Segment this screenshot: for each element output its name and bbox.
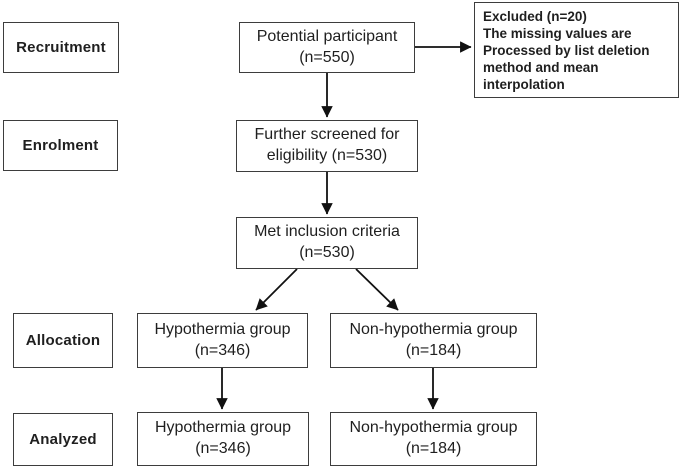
node-line: The missing values are <box>483 26 632 41</box>
node-allocation-non-hypothermia: Non-hypothermia group (n=184) <box>330 313 537 368</box>
stage-label-text: Analyzed <box>29 430 97 448</box>
node-line: interpolation <box>483 77 565 92</box>
stage-label-enrolment: Enrolment <box>3 120 118 171</box>
node-line: method and mean <box>483 60 599 75</box>
node-line: (n=530) <box>299 244 355 261</box>
node-line: Further screened for <box>254 126 400 144</box>
node-line: (n=184) <box>405 440 462 457</box>
node-analyzed-hypothermia: Hypothermia group (n=346) <box>137 412 309 466</box>
node-line: Excluded (n=20) <box>483 9 587 24</box>
node-line: (n=550) <box>299 48 355 66</box>
node-allocation-hypothermia: Hypothermia group (n=346) <box>137 313 308 368</box>
node-further-screened: Further screened for eligibility (n=530) <box>236 120 418 172</box>
node-excluded: Excluded (n=20) The missing values are P… <box>474 2 679 98</box>
node-line: (n=184) <box>405 341 462 359</box>
node-met-inclusion-criteria: Met inclusion criteria (n=530) <box>236 217 418 269</box>
node-line: (n=346) <box>194 341 251 359</box>
node-line: Non-hypothermia group <box>349 419 518 437</box>
node-line: Met inclusion criteria <box>254 223 400 241</box>
node-line: Non-hypothermia group <box>349 320 518 338</box>
arrow-inclusion-to-non-hypothermia <box>355 268 399 311</box>
node-line: eligibility (n=530) <box>266 147 388 164</box>
node-potential-participant: Potential participant (n=550) <box>239 22 415 73</box>
stage-label-analyzed: Analyzed <box>13 413 113 466</box>
node-line: Potential participant <box>256 27 398 45</box>
node-line: Hypothermia group <box>154 419 292 437</box>
stage-label-text: Recruitment <box>16 38 106 56</box>
arrow-inclusion-to-hypothermia <box>255 268 298 311</box>
node-line: Hypothermia group <box>154 320 291 338</box>
node-line: (n=346) <box>195 440 251 457</box>
node-line: Processed by list deletion <box>483 43 650 58</box>
stage-label-recruitment: Recruitment <box>3 22 119 73</box>
stage-label-allocation: Allocation <box>13 313 113 368</box>
stage-label-text: Allocation <box>25 331 101 349</box>
stage-label-text: Enrolment <box>22 136 99 154</box>
node-analyzed-non-hypothermia: Non-hypothermia group (n=184) <box>330 412 537 466</box>
